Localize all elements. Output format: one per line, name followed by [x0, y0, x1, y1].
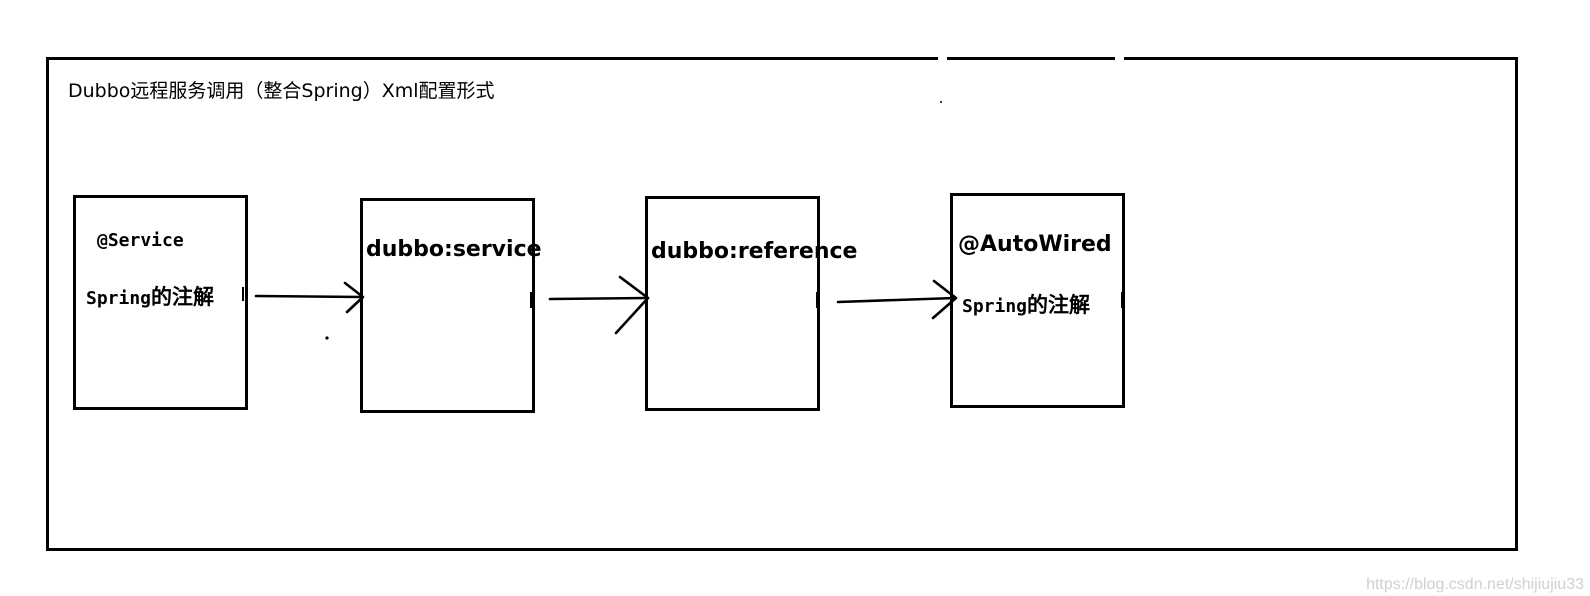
node-label-spring-word: Spring — [86, 288, 152, 309]
stray-dot — [325, 336, 329, 340]
stray-mark — [242, 287, 244, 301]
node-label-service-annotation: @Service — [97, 230, 184, 251]
stray-mark — [816, 292, 818, 308]
arrow-service-to-dubbo-service — [254, 281, 365, 314]
node-label-spring-annotation: Spring的注解 — [86, 281, 214, 311]
node-label-annotation-word: 的注解 — [1027, 293, 1091, 317]
watermark: https://blog.csdn.net/shijiujiu33 — [1366, 576, 1584, 593]
node-dubbo-service — [360, 198, 535, 413]
stray-mark — [1121, 292, 1123, 308]
node-label-autowired: @AutoWired — [958, 232, 1112, 257]
stray-dot — [940, 101, 942, 103]
node-label-dubbo-service: dubbo:service — [366, 237, 542, 262]
arrow-reference-to-autowired — [836, 279, 958, 320]
node-provider-annotation — [73, 195, 248, 410]
frame-gap — [938, 54, 947, 62]
node-label-spring-annotation: Spring的注解 — [962, 289, 1090, 319]
node-label-spring-word: Spring — [962, 296, 1028, 317]
node-label-dubbo-reference: dubbo:reference — [651, 239, 858, 264]
node-dubbo-reference — [645, 196, 820, 411]
diagram-title: Dubbo远程服务调用（整合Spring）Xml配置形式 — [68, 80, 495, 102]
arrow-dubbo-service-to-reference — [548, 275, 650, 335]
stray-mark — [530, 292, 532, 308]
node-label-annotation-word: 的注解 — [151, 285, 215, 309]
diagram-frame — [46, 57, 1518, 551]
frame-gap — [1115, 54, 1124, 62]
node-consumer-annotation — [950, 193, 1125, 408]
